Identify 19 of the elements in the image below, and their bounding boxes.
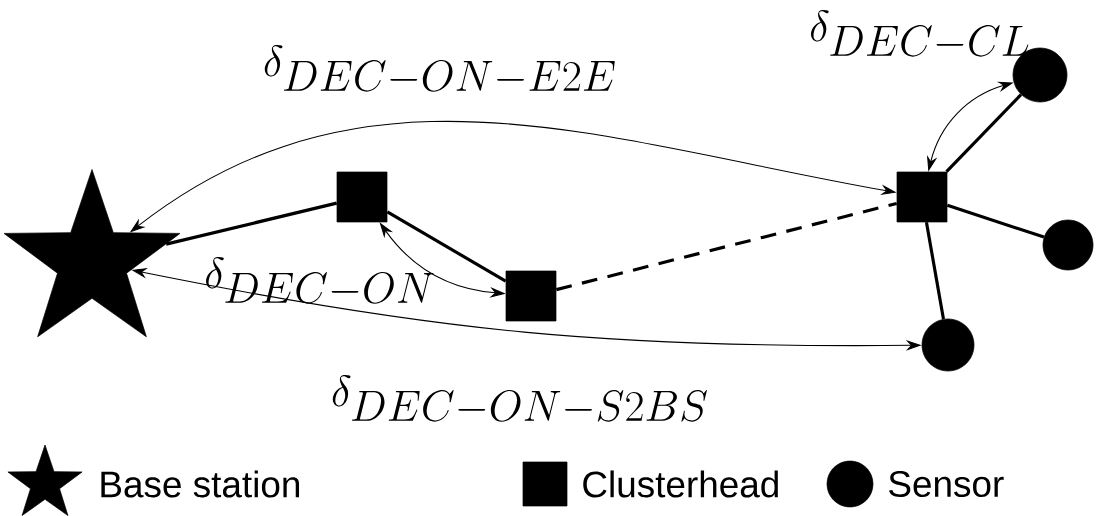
legend-label: Sensor xyxy=(889,470,1004,498)
square-node xyxy=(896,171,948,223)
edge-label: $\delta_{DEC-ON}$ xyxy=(206,256,434,304)
edge-label: $\delta_{DEC-CL}$ xyxy=(811,9,1029,57)
link-line xyxy=(165,201,338,246)
circle-node xyxy=(921,318,975,372)
edge-label: $\delta_{DEC-ON-S2BS}$ xyxy=(332,374,707,422)
edge-label: $\delta_{DEC-ON-E2E}$ xyxy=(264,44,615,92)
circle-node xyxy=(1042,219,1094,271)
legend-label: Base station xyxy=(101,470,299,498)
square-node xyxy=(505,270,557,322)
square-node xyxy=(336,171,388,223)
link-line xyxy=(946,203,1045,239)
link-line xyxy=(386,210,507,283)
link-line xyxy=(924,222,945,320)
dashed-line xyxy=(555,201,898,292)
link-line xyxy=(945,93,1023,173)
legend-label: Clusterhead xyxy=(583,470,778,498)
star-node xyxy=(3,169,181,338)
